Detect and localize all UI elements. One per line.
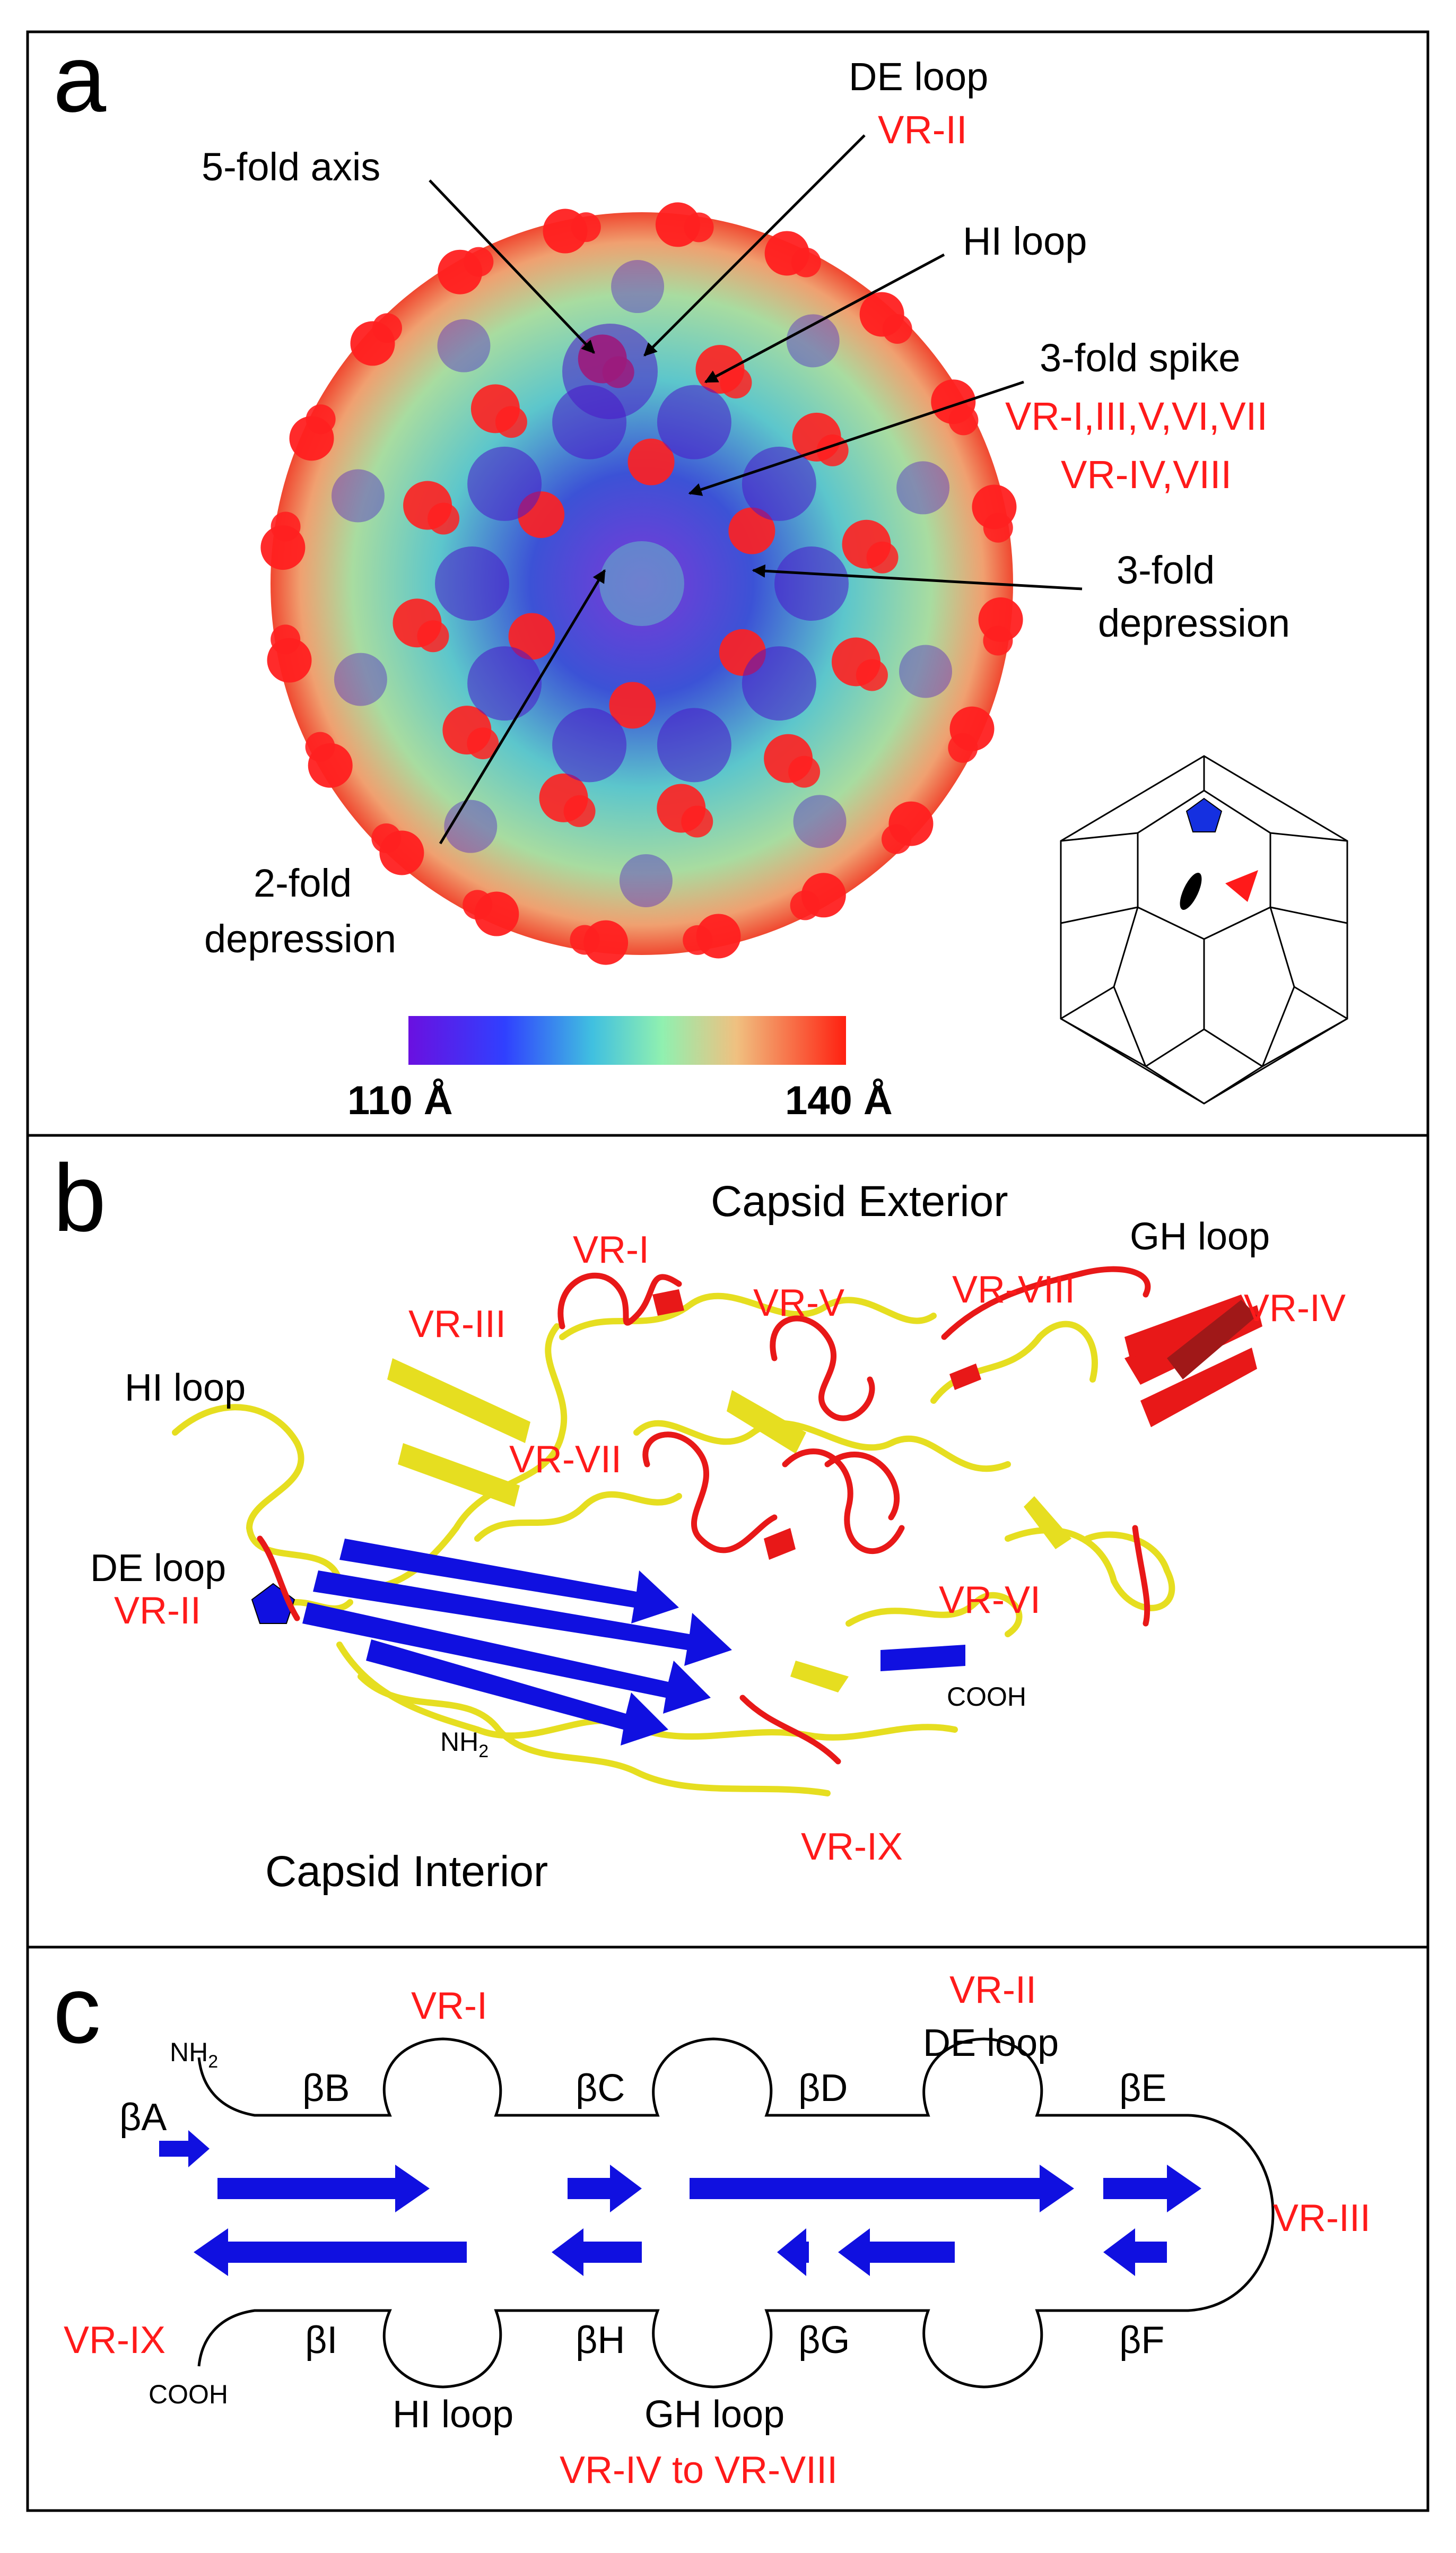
panel-a-leader-lines (429, 134, 1083, 845)
label-cooh-b: COOH (947, 1682, 1026, 1712)
strand-arrow-c-reverse (552, 2228, 642, 2276)
label-de-loop-c: DE loop (923, 2022, 1059, 2064)
label-vr-i-c: VR-I (411, 1985, 487, 2027)
label-vr-ii-b: VR-II (114, 1590, 201, 1632)
label-twofold-depression-1: 2-fold (254, 861, 352, 905)
strand-label-f: βF (1119, 2319, 1164, 2361)
label-vr-ix-c: VR-IX (64, 2319, 165, 2361)
label-vr-iv-to-viii-c: VR-IV to VR-VIII (560, 2449, 838, 2491)
strand-arrow-g-reverse-2 (838, 2228, 955, 2276)
radius-colorbar (408, 1016, 846, 1065)
label-fivefold-axis: 5-fold axis (202, 145, 380, 189)
label-de-loop: DE loop (849, 55, 988, 99)
panel-b-letter: b (53, 1145, 106, 1252)
fivefold-pentagon-icon (1185, 797, 1223, 832)
label-threefold-spike: 3-fold spike (1040, 336, 1240, 380)
label-vr-i-b: VR-I (573, 1229, 649, 1271)
label-vr-ix-b: VR-IX (801, 1826, 903, 1868)
colorbar-max-label: 140 Å (785, 1078, 893, 1123)
label-vr-ii-c: VR-II (949, 1969, 1036, 2011)
label-spike-vr-line1: VR-I,III,V,VI,VII (1005, 394, 1268, 438)
label-vr-iv-b: VR-IV (1244, 1287, 1346, 1330)
strand-label-b: βB (302, 2067, 350, 2109)
strand-arrow-d-forward (690, 2165, 1074, 2212)
strand-label-d: βD (798, 2067, 848, 2109)
label-vr-iii-c: VR-III (1273, 2197, 1371, 2239)
panel-a-letter: a (53, 25, 107, 132)
icosahedron-inset (1060, 755, 1348, 1105)
twofold-ellipse-icon (1180, 873, 1202, 910)
label-nh2-c: NH2 (170, 2037, 218, 2072)
strand-label-e: βE (1119, 2067, 1166, 2109)
label-vr-v-b: VR-V (753, 1282, 844, 1324)
panel-c: c βA βB βC βD βE βI βH βG βF VR-I VR-II … (53, 1957, 1371, 2491)
strand-arrow-a (159, 2130, 210, 2167)
strand-arrow-e-forward (1103, 2165, 1201, 2212)
capsid-surface-image (260, 202, 1023, 965)
label-vr-vi-b: VR-VI (939, 1579, 1041, 1621)
label-hi-loop-b: HI loop (125, 1367, 246, 1409)
topology-outline-top (197, 2037, 1275, 2389)
panel-c-frame (26, 1946, 1429, 2512)
label-twofold-depression-2: depression (204, 917, 396, 961)
ribbon-structure-image (172, 1266, 1262, 1796)
panel-b: b (53, 1145, 1346, 1896)
label-vr-viii-b: VR-VIII (952, 1269, 1075, 1311)
beta-strand-arrows (159, 2130, 1201, 2276)
label-capsid-exterior: Capsid Exterior (711, 1177, 1008, 1226)
label-cooh-c: COOH (149, 2380, 228, 2409)
strand-arrow-c-forward (568, 2165, 642, 2212)
label-vr-iii-b: VR-III (408, 1303, 506, 1345)
label-threefold-depression-1: 3-fold (1117, 548, 1215, 592)
label-spike-vr-line2: VR-IV,VIII (1061, 453, 1232, 497)
label-threefold-depression-2: depression (1098, 601, 1290, 645)
strand-arrow-b-forward (217, 2165, 430, 2212)
strand-label-i: βI (305, 2319, 337, 2361)
strand-arrow-g-reverse-1 (777, 2228, 809, 2276)
label-capsid-interior: Capsid Interior (265, 1847, 548, 1896)
label-vr-ii: VR-II (878, 108, 967, 152)
strand-arrow-b-reverse (194, 2228, 467, 2276)
threefold-triangle-icon (1225, 870, 1258, 902)
label-hi-loop: HI loop (963, 219, 1087, 263)
label-hi-loop-c: HI loop (393, 2393, 513, 2436)
label-de-loop-b: DE loop (90, 1547, 226, 1590)
panel-a: a DE loop VR-II 5-fold axis HI loop 3-fo… (53, 25, 1348, 1123)
strand-label-h: βH (576, 2319, 625, 2361)
panel-c-letter: c (53, 1957, 101, 2063)
label-vr-vii-b: VR-VII (509, 1438, 622, 1481)
strand-arrow-f-reverse (1103, 2228, 1167, 2276)
label-gh-loop-c: GH loop (644, 2393, 784, 2436)
strand-label-c: βC (576, 2067, 625, 2109)
strand-label-g: βG (798, 2319, 850, 2361)
label-nh2-b: NH2 (440, 1727, 489, 1761)
colorbar-min-label: 110 Å (347, 1078, 453, 1123)
label-gh-loop: GH loop (1130, 1215, 1270, 1258)
strand-label-a: βA (119, 2096, 167, 2139)
